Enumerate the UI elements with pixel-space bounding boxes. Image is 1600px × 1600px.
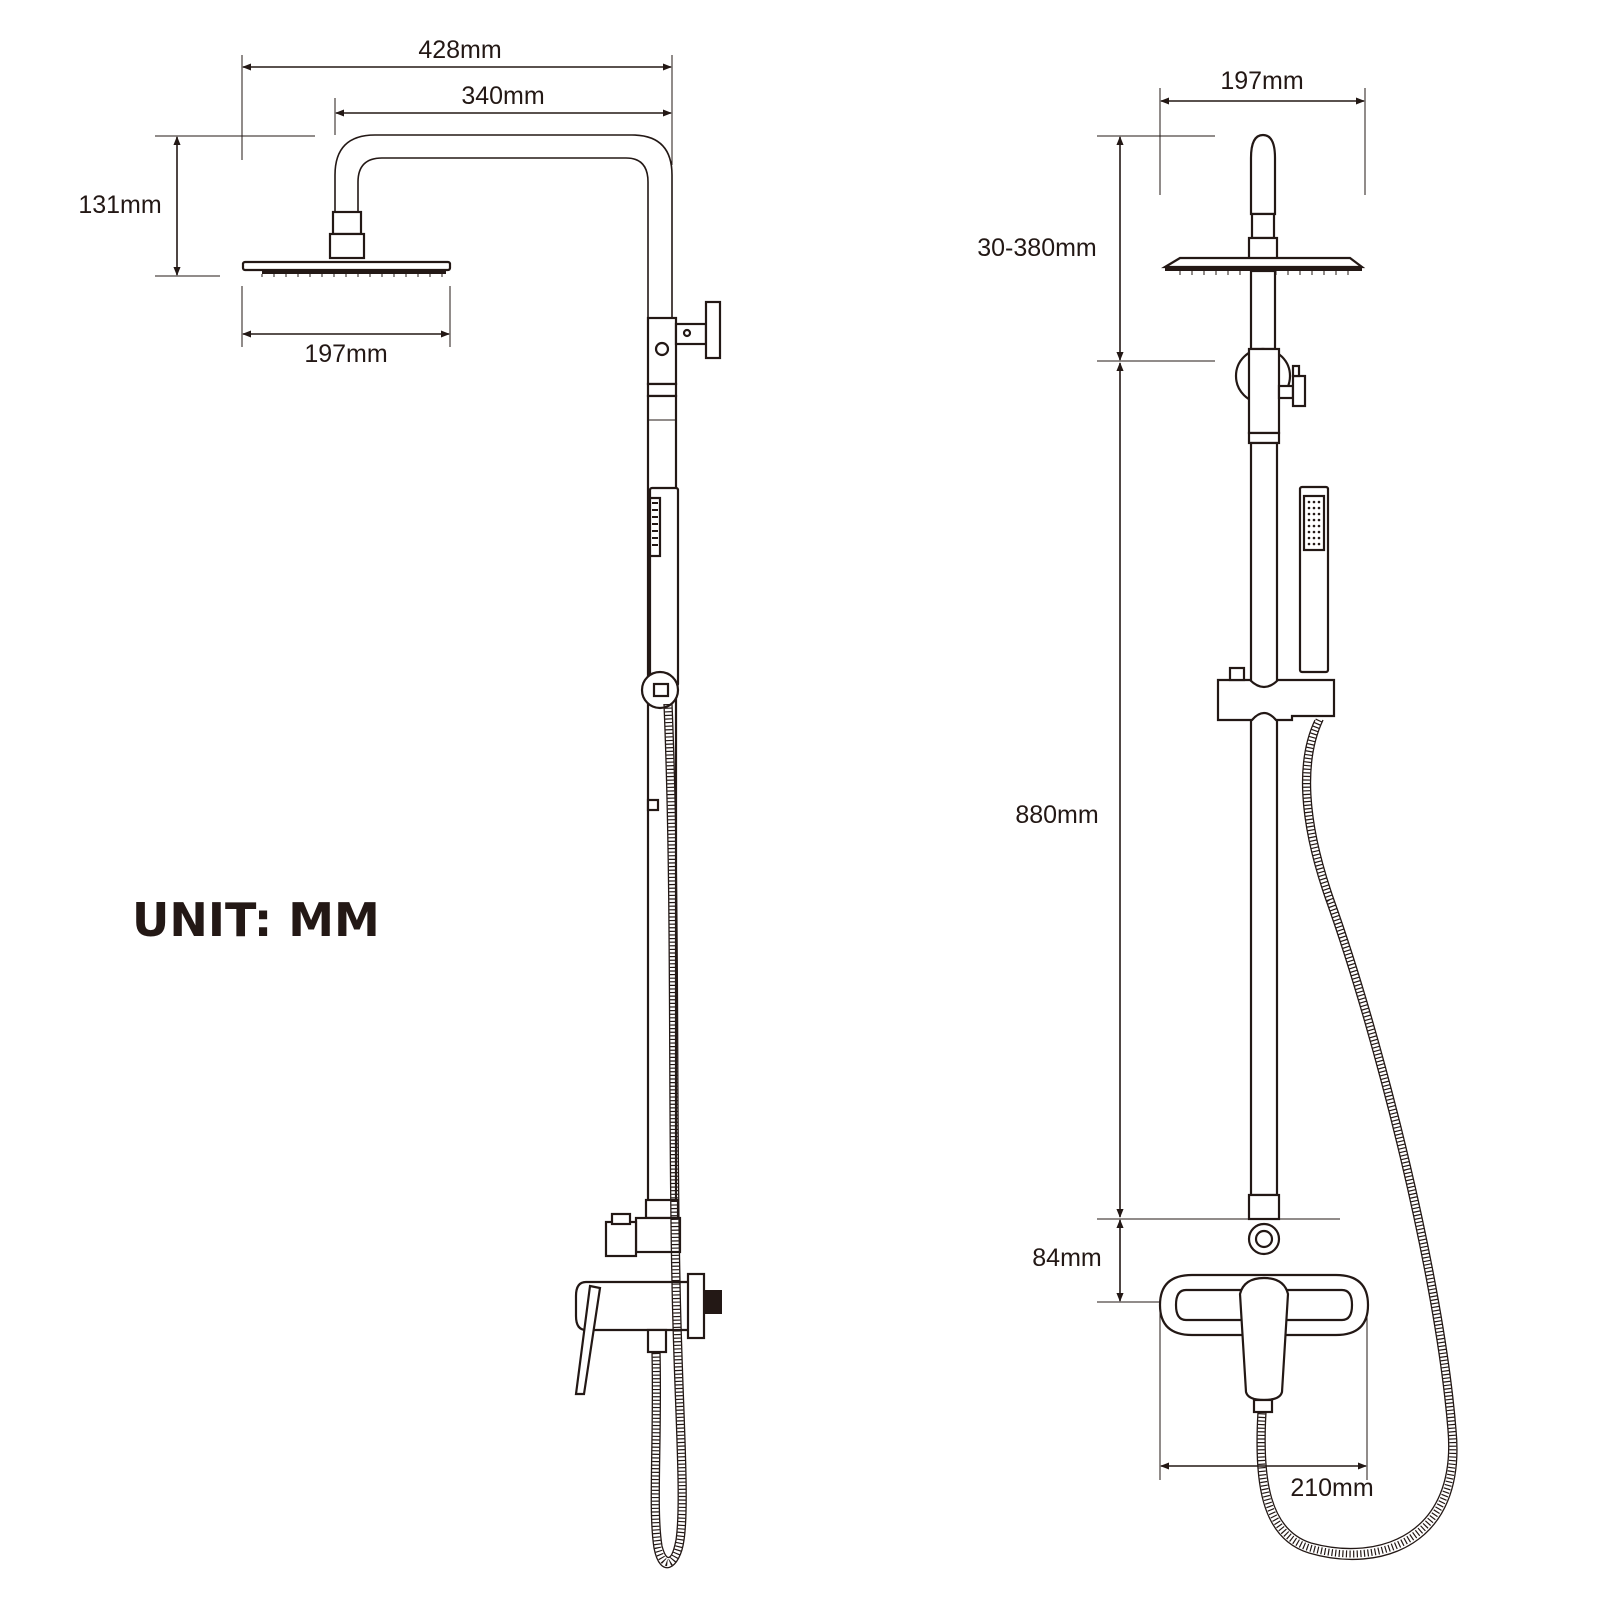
front-wall-bracket-arm [674, 322, 708, 346]
front-side-outlet [604, 1220, 638, 1258]
front-mixer-lever [574, 1284, 602, 1396]
side-rail-collar-top [1247, 431, 1281, 445]
front-mixer-wall-plate [686, 1272, 706, 1340]
dim-label-340: 340mm [461, 82, 544, 110]
dim-label-210: 210mm [1290, 1474, 1373, 1502]
dim-label-428: 428mm [418, 36, 501, 64]
front-dim-head-width: 197mm [241, 286, 451, 368]
front-mixer-outlet [646, 1328, 668, 1354]
side-dim-head-width: 197mm [1159, 67, 1366, 195]
front-hand-shower-holes [652, 502, 658, 546]
side-head-nut [1247, 236, 1279, 262]
front-rail-clip [646, 798, 660, 812]
front-head-connector [331, 210, 363, 236]
side-diverter-tip [1291, 364, 1301, 378]
side-head-connector [1250, 212, 1276, 240]
side-diverter-knob [1291, 374, 1307, 408]
side-riser-rail [1249, 441, 1279, 1197]
side-hand-shower-face [1302, 494, 1326, 552]
dim-label-84: 84mm [1032, 1244, 1101, 1272]
front-side-outlet-nut [610, 1212, 632, 1226]
front-bottom-connector [634, 1216, 682, 1254]
side-upper-tube [1249, 269, 1277, 351]
side-view: 197mm 30-380mm 880mm 84mm 210mm [977, 67, 1458, 1560]
front-dim-head-height: 131mm [78, 135, 315, 277]
front-clamp-screw-icon [654, 341, 670, 357]
side-slider-knob [1228, 666, 1246, 682]
side-rain-shower-head [1161, 256, 1366, 269]
front-shower-nozzles [262, 270, 446, 274]
front-mixer-inlet [704, 1290, 722, 1314]
front-hand-shower-face [648, 496, 662, 558]
side-dim-rail-height: 880mm [1015, 362, 1124, 1218]
front-dim-total-width: 428mm [241, 36, 673, 165]
side-shower-hose [1257, 718, 1457, 1558]
front-top-clamp-collar [646, 382, 678, 398]
front-bracket-screw-icon [682, 328, 692, 338]
side-mixer-lever [1238, 1276, 1290, 1402]
dim-label-131: 131mm [78, 191, 161, 219]
dim-label-880: 880mm [1015, 801, 1098, 829]
side-dim-mixer-width: 210mm [1159, 1310, 1374, 1502]
front-shower-arm-inner [357, 157, 649, 318]
front-wall-bracket-plate [704, 300, 722, 360]
front-slider-knob [652, 682, 670, 698]
dim-label-197-side: 197mm [1220, 67, 1303, 95]
dim-label-30-380: 30-380mm [977, 234, 1097, 262]
front-dim-arm-length: 340mm [334, 82, 672, 135]
dim-label-197-front: 197mm [304, 340, 387, 368]
front-rain-shower-head [241, 260, 452, 272]
side-dim-adjust-range: 30-380mm [977, 135, 1215, 362]
side-slider-holder [1216, 678, 1336, 722]
front-nozzle-ticks [261, 274, 443, 277]
side-rail-collar-bottom [1247, 1193, 1281, 1221]
side-shower-arm-top [1249, 133, 1277, 216]
side-dim-mixer-height: 84mm [1032, 1218, 1340, 1303]
side-top-clamp [1247, 347, 1281, 435]
front-shower-hose [651, 703, 686, 1567]
side-mixer-outlet [1252, 1398, 1274, 1414]
unit-label: UNIT: MM [132, 893, 380, 947]
side-diverter-stem [1277, 384, 1295, 400]
front-shower-arm [334, 134, 673, 318]
front-head-nut [328, 232, 366, 260]
side-hand-shower-holes [1307, 500, 1321, 546]
front-view: 428mm 340mm 131mm 197mm [78, 36, 722, 1569]
